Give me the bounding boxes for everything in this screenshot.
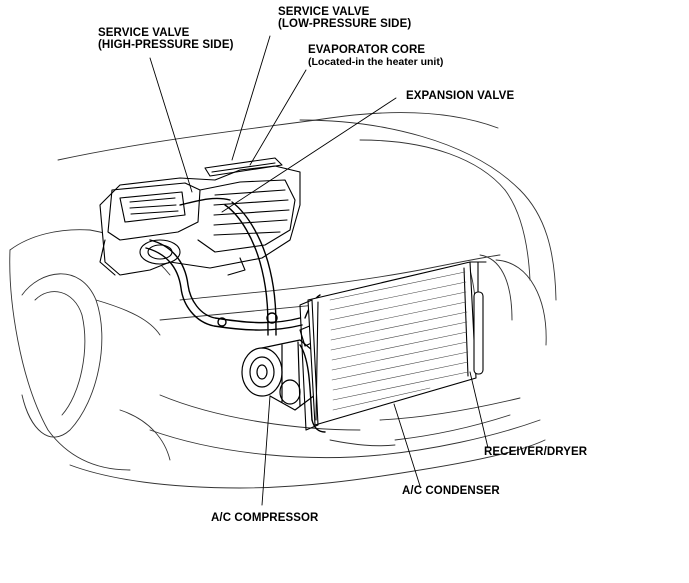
label-service-valve-low-pressure: SERVICE VALVE (LOW-PRESSURE SIDE) [278,6,411,30]
label-evaporator-core: EVAPORATOR CORE (Located-in the heater u… [308,44,443,68]
label-line: EVAPORATOR CORE [308,44,426,56]
label-line: (LOW-PRESSURE SIDE) [278,18,412,30]
label-expansion-valve: EXPANSION VALVE [406,90,514,102]
label-line: A/C CONDENSER [402,485,500,497]
label-ac-condenser: A/C CONDENSER [402,485,500,497]
label-ac-compressor: A/C COMPRESSOR [211,512,318,524]
receiver-dryer-drawing [469,261,487,375]
heater-unit [99,157,301,276]
leader-lines [149,35,489,506]
ac-compressor-drawing [241,324,319,411]
label-line: SERVICE VALVE [98,27,190,39]
label-line: (Located-in the heater unit) [308,56,444,68]
label-line: SERVICE VALVE [278,6,370,18]
label-line: RECEIVER/DRYER [484,446,588,458]
label-line: A/C COMPRESSOR [211,512,319,524]
label-receiver-dryer: RECEIVER/DRYER [484,446,587,458]
label-line: (HIGH-PRESSURE SIDE) [98,39,234,51]
label-service-valve-high-pressure: SERVICE VALVE (HIGH-PRESSURE SIDE) [98,27,234,51]
label-line: EXPANSION VALVE [406,90,515,102]
ac-condenser-drawing [299,261,477,431]
